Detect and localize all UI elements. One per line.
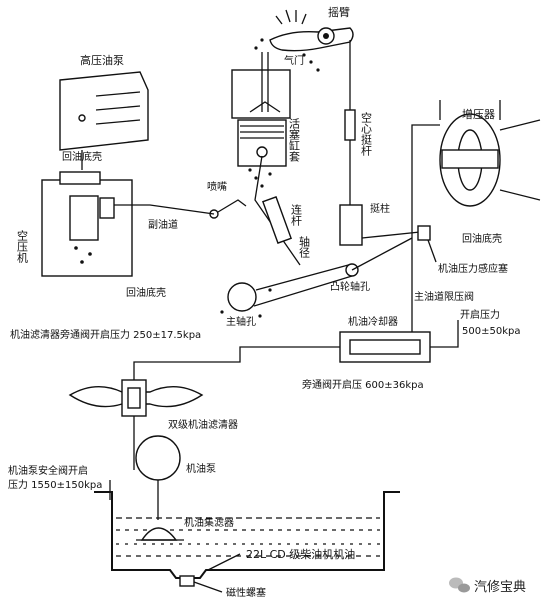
main-bearing-hole-label: 主轴孔: [226, 315, 256, 328]
tappet: [339, 204, 363, 246]
con-rod-label: 连杆: [290, 204, 303, 227]
turbocharger: [439, 100, 541, 207]
connecting-rod: [262, 196, 292, 244]
valve-label: 气门: [284, 54, 304, 67]
pump-safety-valve-line2: 压力 1550±150kpa: [8, 478, 102, 491]
injection-nozzle-label: 喷嘴: [207, 181, 227, 193]
piston-liner-label: 活塞缸套: [288, 118, 301, 162]
filter-bypass-valve-label: 机油滤清器旁通阀开启压力 250±17.5kpa: [10, 328, 201, 341]
camshaft-hole-label: 凸轮轴孔: [330, 280, 370, 293]
air-compressor: [41, 171, 133, 277]
oil-sump: [94, 491, 400, 579]
opening-pressure-value: 500±50kpa: [462, 326, 520, 337]
watermark-text: 汽修宝典: [474, 580, 526, 595]
valve-assembly: [231, 52, 291, 119]
piston-liner: [237, 119, 287, 188]
crankshaft-main-bearing: [227, 282, 257, 312]
oil-cooler-label: 机油冷却器: [348, 315, 398, 328]
aux-oil-passage-label: 副油道: [148, 218, 178, 231]
return-sump-compressor-label: 回油底壳: [126, 286, 166, 299]
air-compressor-label: 空压机: [16, 229, 29, 263]
oil-pump: [135, 435, 181, 481]
magnetic-plug: [179, 575, 195, 587]
con-rod-journal-label: 轴径: [298, 235, 311, 258]
return-sump-turbo-label: 回油底壳: [462, 232, 502, 245]
high-pressure-pump-label: 高压油泵: [80, 53, 124, 67]
oil-collector-label: 机油集滤器: [184, 516, 234, 529]
dual-stage-filter: [68, 379, 204, 417]
opening-pressure-label: 开启压力: [460, 308, 500, 321]
rocker-arm-label: 摇臂: [328, 5, 350, 19]
hollow-pushrod-label: 空心挺杆: [360, 111, 373, 157]
oil-pressure-sensor-label: 机油压力感应塞: [438, 262, 508, 275]
pump-safety-valve-line1: 机油泵安全阀开启: [8, 464, 88, 477]
turbocharger-label: 增压器: [462, 107, 495, 121]
hollow-pushrod: [344, 109, 356, 141]
magnetic-plug-label: 磁性螺塞: [226, 586, 266, 599]
dual-stage-filter-label: 双级机油滤清器: [168, 418, 238, 431]
tappet-label: 挺柱: [370, 202, 390, 215]
oil-pump-label: 机油泵: [186, 462, 216, 475]
main-gallery-relief-label: 主油道限压阀: [414, 290, 474, 303]
oil-pressure-sensor: [417, 225, 431, 241]
bypass-valve-pressure-label: 旁通阀开启压 600±36kpa: [302, 378, 424, 391]
engine-oil-label: 22L CD 级柴油机机油: [246, 547, 355, 561]
wechat-icon: [449, 577, 470, 593]
high-pressure-pump: [59, 71, 149, 151]
